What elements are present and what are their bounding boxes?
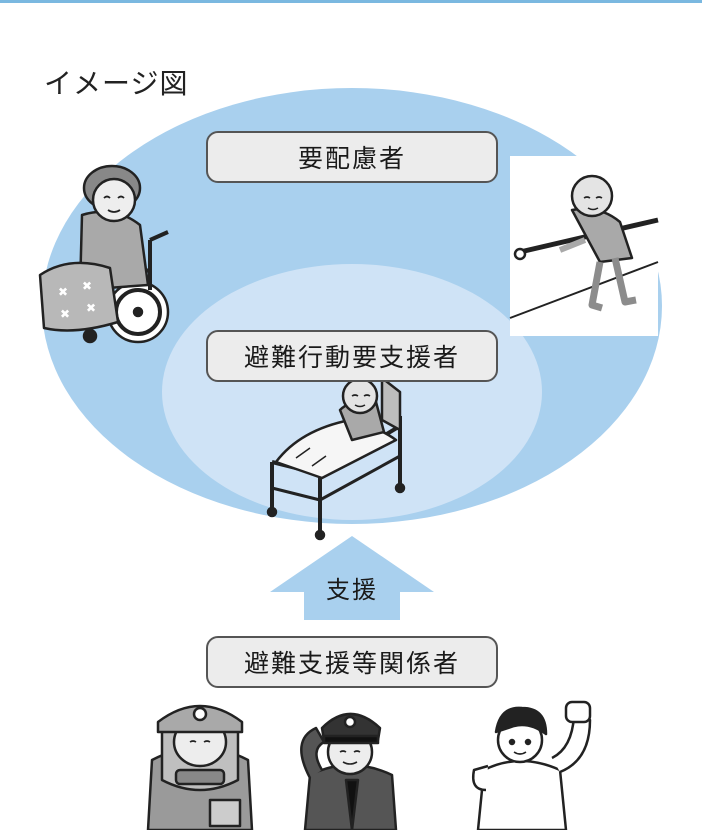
bedridden-elderly-man-icon: [266, 376, 406, 541]
svg-text:✖: ✖: [82, 279, 92, 293]
outer-group-label: 要配慮者: [206, 131, 498, 183]
svg-text:✖: ✖: [58, 285, 68, 299]
inner-group-label: 避難行動要支援者: [206, 330, 498, 382]
supporters-label: 避難支援等関係者: [206, 636, 498, 688]
young-man-volunteer-icon: [472, 700, 592, 830]
elderly-woman-wheelchair-icon: ✖ ✖ ✖ ✖: [38, 164, 170, 344]
elderly-man-handrail-icon: [509, 156, 659, 336]
police-officer-icon: [300, 712, 398, 830]
svg-text:✖: ✖: [60, 307, 70, 321]
top-rule: [0, 0, 702, 3]
firefighter-icon: [146, 704, 254, 830]
support-arrow: [270, 536, 434, 620]
page-title: イメージ図: [44, 67, 189, 100]
support-arrow-label: 支援: [326, 576, 378, 604]
svg-text:✖: ✖: [86, 301, 96, 315]
